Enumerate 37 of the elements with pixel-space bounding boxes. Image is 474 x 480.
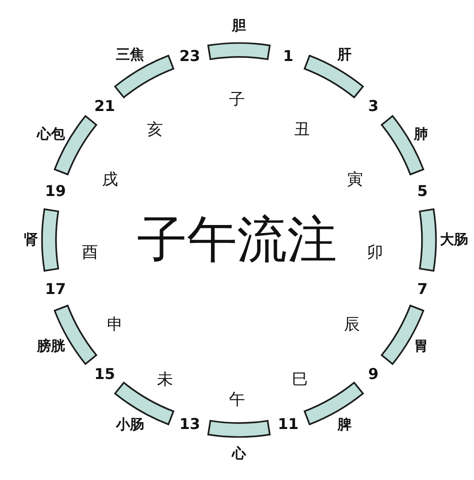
organ-label: 三焦 xyxy=(116,46,144,64)
branch-label: 午 xyxy=(229,390,245,410)
hour-number: 3 xyxy=(368,96,379,115)
hour-number: 17 xyxy=(45,280,66,298)
hour-number: 15 xyxy=(94,365,116,384)
hour-number: 21 xyxy=(94,96,116,115)
branch-label: 酉 xyxy=(82,242,98,264)
branch-label: 戌 xyxy=(102,170,118,190)
title: 子午流注 xyxy=(137,210,337,270)
hour-number: 11 xyxy=(278,414,299,433)
branch-label: 子 xyxy=(229,90,245,110)
branch-label: 辰 xyxy=(344,314,360,336)
branch-label: 未 xyxy=(157,370,173,390)
organ-label: 肺 xyxy=(414,125,428,143)
organ-label: 肾 xyxy=(24,231,38,249)
organ-label: 大肠 xyxy=(440,231,468,249)
branch-label: 丑 xyxy=(294,120,310,140)
organ-label: 膀胱 xyxy=(37,337,66,355)
branch-label: 卯 xyxy=(367,242,383,264)
organ-label: 脾 xyxy=(338,416,352,434)
hour-number: 1 xyxy=(282,47,294,66)
organ-label: 胃 xyxy=(414,337,428,355)
organ-label: 小肠 xyxy=(116,416,144,434)
hour-number: 5 xyxy=(417,182,428,200)
hour-number: 9 xyxy=(368,365,379,384)
organ-label: 心包 xyxy=(37,125,66,143)
hour-number: 7 xyxy=(417,280,428,298)
organ-label: 胆 xyxy=(232,17,246,35)
organ-label: 心 xyxy=(232,445,246,463)
branch-label: 申 xyxy=(107,314,123,336)
organ-label: 肝 xyxy=(338,46,352,64)
branch-label: 亥 xyxy=(147,120,163,140)
hour-number: 23 xyxy=(179,47,200,66)
branch-label: 巳 xyxy=(292,370,308,390)
hour-number: 13 xyxy=(179,414,200,433)
branch-label: 寅 xyxy=(347,170,363,190)
hour-number: 19 xyxy=(45,182,66,200)
